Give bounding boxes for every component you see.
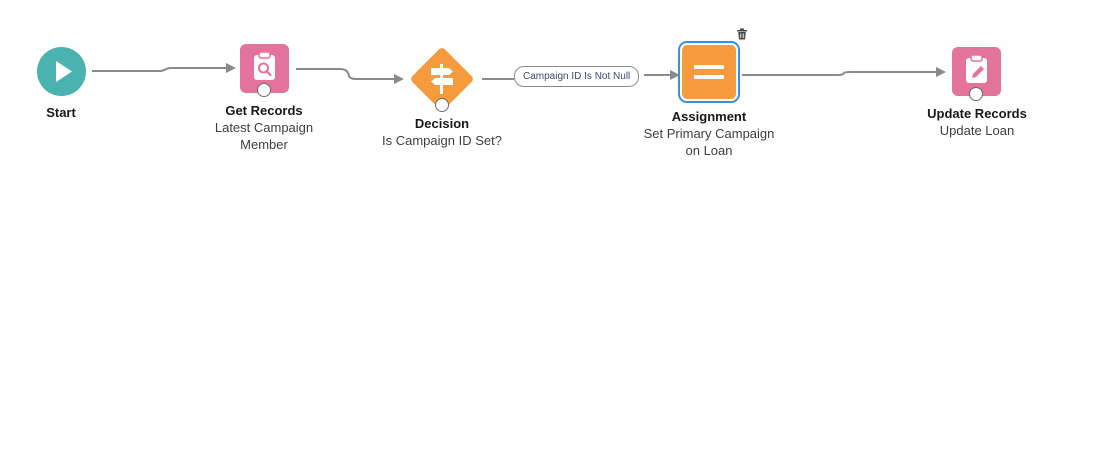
get-records-label: Get Records Latest Campaign Member [199,102,329,153]
update-records-label: Update Records Update Loan [912,105,1042,139]
record-lookup-icon [254,51,275,80]
assignment-type-label: Assignment [671,109,747,124]
get-records-node[interactable] [240,44,289,97]
connector-decision-to-assignment[interactable] [482,75,678,79]
decision-signpost-icon [431,64,453,94]
decision-label: Decision Is Campaign ID Set? [372,115,512,149]
connector-assignment-to-update-records[interactable] [742,67,946,77]
record-update-icon [966,54,987,83]
decision-type-label: Decision [414,116,470,131]
trash-icon[interactable] [736,28,748,40]
decision-connector-handle[interactable] [435,98,449,112]
update-records-node[interactable] [952,47,1001,101]
decision-name-label: Is Campaign ID Set? [382,133,502,148]
play-icon [56,61,72,82]
decision-node[interactable] [409,46,475,112]
assignment-name-label: Set Primary Campaign on Loan [643,126,775,158]
connector-start-to-get-records[interactable] [92,63,236,73]
start-node[interactable] [37,47,86,96]
update-records-name-label: Update Loan [939,123,1015,138]
update-records-type-label: Update Records [927,106,1027,121]
connector-outcome-label[interactable]: Campaign ID Is Not Null [514,66,640,87]
equals-icon [694,65,724,79]
start-label: Start [25,104,97,121]
connector-get-records-to-decision[interactable] [296,68,404,84]
get-records-name-label: Latest Campaign Member [214,120,314,152]
assignment-tile [682,45,736,99]
assignment-label: Assignment Set Primary Campaign on Loan [639,108,779,159]
get-records-type-label: Get Records [225,103,303,118]
get-records-connector-handle[interactable] [257,83,271,97]
update-records-connector-handle[interactable] [969,87,983,101]
assignment-node[interactable] [682,45,736,99]
start-type-label: Start [46,105,76,120]
